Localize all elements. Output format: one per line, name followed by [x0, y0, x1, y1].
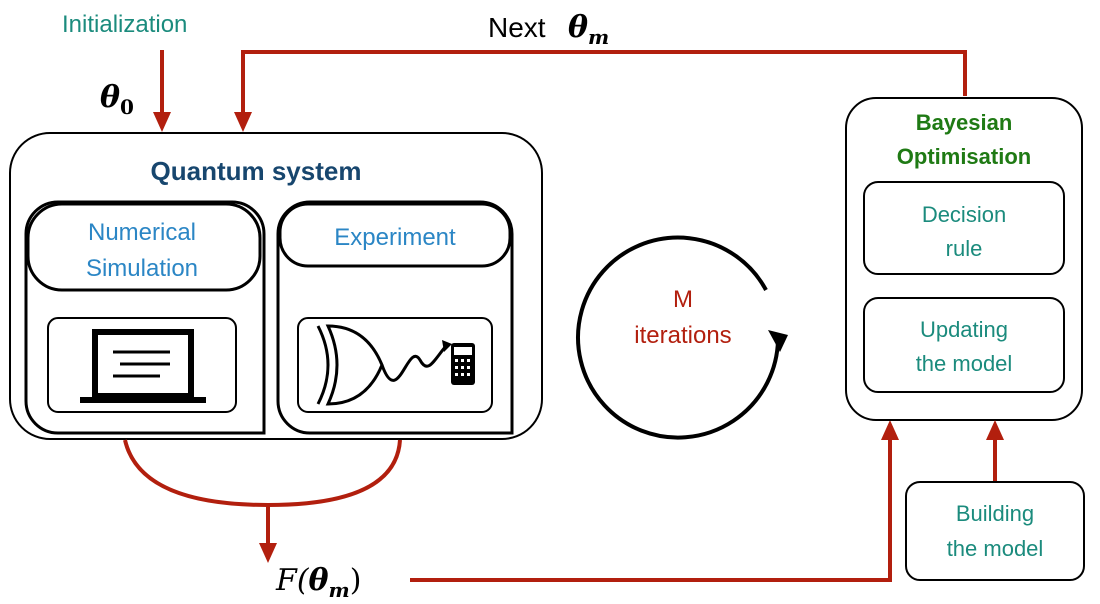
calculator-icon [451, 343, 475, 385]
numerical-simulation-panel: Numerical Simulation [24, 200, 266, 435]
numerical-simulation-header [26, 202, 262, 292]
bayesian-label: Bayesian [916, 110, 1013, 135]
rule-label: rule [946, 236, 983, 261]
bayesian-optimisation-box: Bayesian Optimisation Decision rule Upda… [845, 97, 1083, 421]
quantum-system-box: Quantum system [9, 132, 543, 440]
experiment-label: Experiment [334, 224, 456, 251]
initialization-arrow [153, 50, 171, 132]
cycle-arrow-icon [576, 235, 788, 440]
decision-rule-box [863, 181, 1065, 275]
iterations-label: iterations [634, 322, 731, 349]
simulation-label: Simulation [86, 255, 198, 282]
logic-gate-icon [316, 324, 452, 406]
laptop-icon [80, 329, 206, 403]
updating-label: Updating [920, 317, 1008, 342]
initialization-label: Initialization [62, 11, 187, 38]
experiment-panel: Experiment [276, 200, 514, 435]
decision-label: Decision [922, 202, 1006, 227]
next-label: Next [488, 12, 546, 43]
the-model-label: the model [916, 351, 1013, 376]
experiment-image-frame [297, 317, 493, 413]
theta-zero-symbol: θ0 [100, 80, 134, 119]
optimisation-label: Optimisation [897, 144, 1031, 169]
updating-model-box [863, 297, 1065, 393]
building-label: Building [956, 501, 1034, 526]
quantum-system-title: Quantum system [151, 156, 362, 186]
building-model-label: the model [947, 536, 1044, 561]
building-model-box: Building the model [905, 481, 1085, 581]
objective-function-label: F(θm) [275, 563, 361, 602]
objective-to-optimiser-arrow [410, 420, 899, 582]
experiment-header [278, 202, 512, 268]
iterations-count-label: M [673, 286, 693, 313]
numerical-label: Numerical [88, 219, 196, 246]
theta-m-symbol: θm [568, 10, 609, 49]
next-parameter-arrow [234, 50, 967, 132]
output-merge-arrow [123, 439, 402, 563]
simulation-image-frame [47, 317, 237, 413]
building-model-arrow [986, 420, 1004, 482]
